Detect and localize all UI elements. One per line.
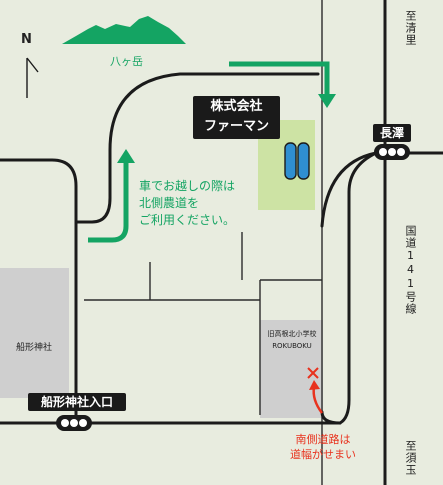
- mountain-shape: [62, 16, 186, 44]
- school-label-line1: 旧高根北小学校: [267, 330, 317, 338]
- route-note: 車でお越しの際は 北側農道を ご利用ください。: [139, 178, 235, 229]
- farm-name-line2: ファーマン: [203, 119, 269, 134]
- signal-nagasawa-label: 長澤: [373, 124, 411, 142]
- shrine-area: [0, 268, 69, 398]
- signal-funagata-icon: [56, 415, 92, 431]
- signal-nagasawa-icon: [374, 144, 410, 160]
- school-label-line2: ROKUBOKU: [272, 342, 312, 350]
- warning-arrowhead-icon: [309, 380, 320, 390]
- school-area: [260, 320, 323, 418]
- compass-icon: [26, 57, 39, 98]
- north-road-label: 至清里: [404, 10, 417, 46]
- shrine-label: 船形神社: [16, 343, 53, 353]
- warning-note: 南側道路は 道幅がせまい: [290, 432, 356, 462]
- north-route-arrow-icon: [229, 61, 330, 98]
- route-note-line3: ご利用ください。: [139, 213, 236, 227]
- compass-north-label: N: [21, 32, 32, 47]
- warning-note-line1: 南側道路は: [295, 433, 351, 446]
- farm-name-line1: 株式会社: [210, 99, 263, 114]
- turn-arrow-icon: [88, 160, 129, 243]
- turn-arrowhead-icon: [117, 149, 135, 163]
- national-route-label: 国道141号線: [404, 225, 417, 315]
- school-label: 旧高根北小学校 ROKUBOKU: [263, 328, 321, 352]
- south-road-label: 至須玉: [404, 440, 417, 476]
- lot-lines: [84, 0, 323, 485]
- route-note-line2: 北側農道を: [139, 196, 200, 210]
- mountain-label: 八ヶ岳: [110, 55, 143, 68]
- warning-x-icon: [307, 367, 319, 379]
- signal-funagata-label: 船形神社入口: [28, 393, 126, 411]
- farm-buildings-icon: [284, 142, 310, 180]
- farm-name-label: 株式会社 ファーマン: [193, 96, 280, 139]
- warning-note-line2: 道幅がせまい: [290, 448, 356, 461]
- north-route-arrowhead-icon: [318, 94, 336, 108]
- route-note-line1: 車でお越しの際は: [139, 179, 236, 193]
